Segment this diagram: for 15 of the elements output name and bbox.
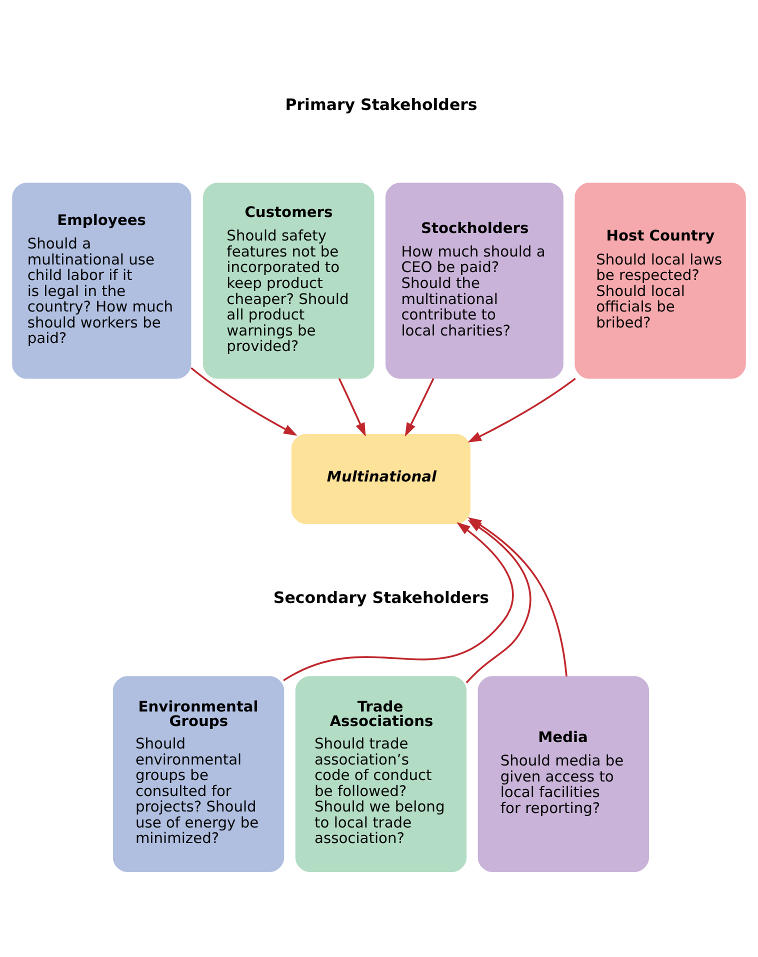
arrow bbox=[404, 378, 434, 436]
node-box: Environmental Groups Should environmental groups be consulted for projects? Should use of energy be minimized? bbox=[112, 676, 284, 872]
node-box: Customers Should safety features not be incorporated to keep product cheaper? Should all product warnings be provided? bbox=[203, 182, 374, 378]
arrow bbox=[283, 522, 514, 681]
arrow bbox=[468, 377, 576, 442]
label: Primary Stakeholders bbox=[285, 94, 478, 114]
node-box: Employees Should a multinational use child labor if it is legal in the country? How much should workers be paid? bbox=[12, 182, 192, 378]
arrow bbox=[190, 366, 298, 436]
node-box: Multinational bbox=[291, 433, 470, 524]
arrow bbox=[338, 378, 366, 436]
node-box: Trade Associations Should trade association’s code of conduct be followed? Should we belong to local trade association? bbox=[295, 676, 467, 872]
node-box: Stockholders How much should a CEO be paid? Should the multinational contribute to local charities? bbox=[385, 182, 564, 378]
node-box: Media Should media be given access to local facilities for reporting? bbox=[478, 676, 650, 872]
label: Secondary Stakeholders bbox=[273, 588, 489, 607]
node-box: Host Country Should local laws be respected? Should local officials be bribed? bbox=[574, 182, 746, 378]
